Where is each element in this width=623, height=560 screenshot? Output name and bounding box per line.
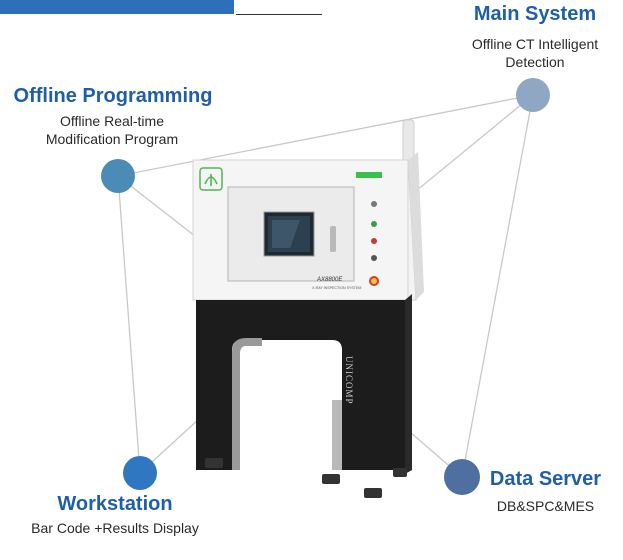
node-offline-programming bbox=[101, 159, 135, 193]
offline-programming-title: Offline Programming bbox=[13, 85, 213, 107]
header-bar bbox=[0, 0, 234, 14]
workstation-desc: Bar Code +Results Display bbox=[5, 519, 225, 537]
node-main-system bbox=[516, 78, 550, 112]
line-main-machine bbox=[404, 94, 534, 201]
offline-programming-desc-line1: Offline Real-time bbox=[59, 113, 164, 129]
node-data-server bbox=[444, 459, 480, 495]
node-workstation bbox=[123, 456, 157, 490]
workstation-desc-line1: Bar Code +Results Display bbox=[31, 520, 199, 536]
workstation-title: Workstation bbox=[57, 493, 173, 515]
data-server-desc: DB&SPC&MES bbox=[478, 497, 613, 515]
line-main-dataserver bbox=[461, 94, 534, 478]
main-system-desc-line2: Detection bbox=[505, 54, 565, 70]
machine-brand: UNICOMP bbox=[344, 356, 354, 405]
header-underline bbox=[236, 14, 322, 15]
line-offline-main bbox=[117, 94, 534, 177]
main-system-desc-line1: Offline CT Intelligent bbox=[471, 36, 599, 52]
data-server-desc-line1: DB&SPC&MES bbox=[496, 498, 595, 514]
line-offline-workstation bbox=[117, 175, 141, 474]
offline-programming-desc-line2: Modification Program bbox=[45, 131, 179, 147]
main-system-title: Main System bbox=[473, 3, 597, 25]
main-system-desc: Offline CT Intelligent Detection bbox=[440, 35, 623, 71]
unicomp-logo-icon bbox=[199, 167, 223, 191]
machine-model: AX8800E bbox=[316, 277, 343, 283]
offline-programming-desc: Offline Real-time Modification Program bbox=[12, 112, 212, 148]
machine-subtitle: X-RAY INSPECTION SYSTEM bbox=[312, 286, 361, 290]
data-server-title: Data Server bbox=[489, 468, 602, 490]
line-offline-machine bbox=[117, 175, 201, 241]
